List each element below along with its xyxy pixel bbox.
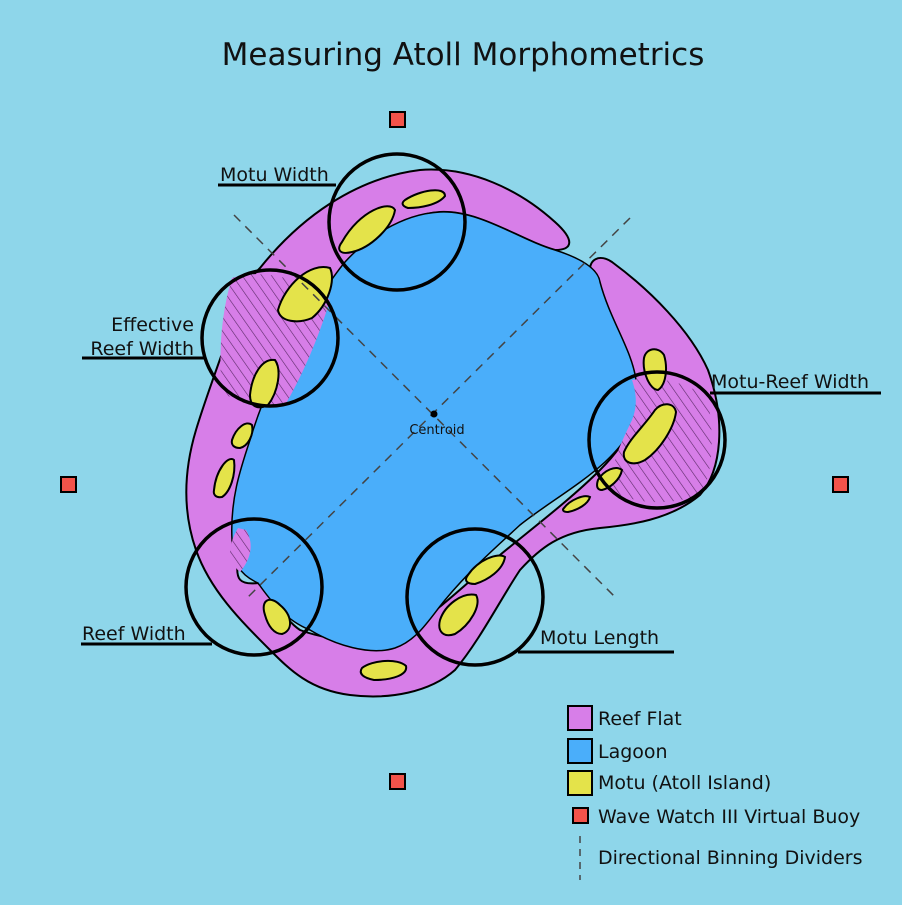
motu-island bbox=[338, 205, 397, 254]
buoy-south bbox=[389, 773, 406, 790]
motu-island bbox=[642, 348, 667, 392]
motu-island bbox=[276, 266, 333, 323]
legend-label-reef-flat: Reef Flat bbox=[598, 708, 682, 730]
motu-reef-width-label: Motu-Reef Width bbox=[711, 371, 869, 393]
legend-swatch-motu bbox=[567, 770, 593, 796]
legend-label-motu: Motu (Atoll Island) bbox=[598, 772, 771, 794]
legend-swatch-lagoon bbox=[567, 738, 593, 764]
motu-length-label: Motu Length bbox=[540, 627, 659, 649]
legend: Reef Flat Lagoon Motu (Atoll Island) Wav… bbox=[567, 705, 863, 880]
motu-island bbox=[230, 422, 254, 450]
motu-reef-width-circle bbox=[587, 370, 727, 510]
motu-island bbox=[359, 660, 408, 682]
effective-reef-width-label-1: Effective bbox=[111, 314, 194, 336]
legend-label-dividers: Directional Binning Dividers bbox=[598, 847, 863, 869]
legend-swatch-reef-flat bbox=[567, 705, 593, 731]
legend-label-buoy: Wave Watch III Virtual Buoy bbox=[598, 806, 860, 828]
motu-island bbox=[438, 593, 479, 637]
motu-island bbox=[622, 403, 678, 465]
buoy-north bbox=[389, 111, 406, 128]
motu-island bbox=[465, 554, 507, 586]
buoy-east bbox=[832, 476, 849, 493]
reef-width-hatch bbox=[230, 528, 251, 572]
legend-swatch-buoy bbox=[572, 807, 589, 824]
motu-island bbox=[401, 189, 447, 210]
motu-island bbox=[562, 495, 592, 514]
binning-divider bbox=[244, 217, 631, 601]
motu-length-circle bbox=[405, 527, 545, 667]
motu-width-circle bbox=[327, 152, 467, 292]
centroid-label: Centroid bbox=[409, 423, 464, 438]
effective-reef-width-label-2: Reef Width bbox=[90, 338, 194, 360]
motu-island bbox=[248, 358, 280, 409]
motu-width-label: Motu Width bbox=[220, 164, 329, 186]
reef-width-label: Reef Width bbox=[82, 623, 186, 645]
effective-reef-width-circle bbox=[200, 268, 340, 408]
reef-width-circle bbox=[184, 517, 324, 657]
motu-island bbox=[262, 598, 291, 636]
binning-divider bbox=[233, 214, 616, 598]
legend-label-lagoon: Lagoon bbox=[598, 741, 668, 763]
diagram-title: Measuring Atoll Morphometrics bbox=[222, 37, 705, 73]
motu-island bbox=[212, 458, 236, 499]
buoy-west bbox=[60, 476, 77, 493]
centroid-dot bbox=[430, 410, 438, 418]
